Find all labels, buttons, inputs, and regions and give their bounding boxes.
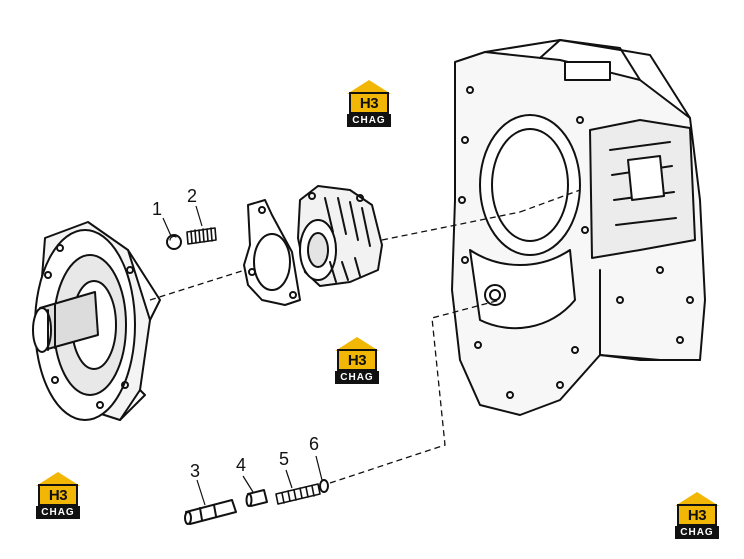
- watermark-logo-center: H3 CHAG: [331, 337, 383, 385]
- logo-roof-icon: [675, 492, 719, 506]
- logo-roof-icon: [335, 337, 379, 351]
- part-label-1: 1: [152, 199, 163, 219]
- part-label-3: 3: [190, 461, 201, 481]
- leader-lines: [162, 205, 323, 506]
- part-label-2: 2: [187, 186, 198, 206]
- part-label-5: 5: [279, 449, 290, 469]
- logo-roof-icon: [36, 472, 80, 486]
- check-ball: [166, 234, 182, 250]
- valve-sleeve: [245, 489, 268, 507]
- part-label-4: 4: [236, 455, 247, 475]
- part-label-6: 6: [309, 434, 320, 454]
- cover-flange: [32, 221, 161, 421]
- logo-roof-icon: [347, 80, 391, 94]
- spring-small: [186, 227, 217, 245]
- logo-plate: CHAG: [675, 526, 719, 539]
- retaining-ring: [319, 479, 329, 493]
- logo-mark: H3: [359, 94, 379, 112]
- logo-plate: CHAG: [347, 114, 391, 127]
- logo-mark: H3: [48, 486, 68, 504]
- spring-valve: [275, 483, 321, 505]
- logo-mark: H3: [347, 351, 367, 369]
- watermark-logo-bottom-right: H3 CHAG: [671, 492, 723, 540]
- pump-body: [297, 185, 383, 287]
- logo-plate: CHAG: [36, 506, 80, 519]
- watermark-logo-bottom-left: H3 CHAG: [32, 472, 84, 520]
- watermark-logo-top: H3 CHAG: [343, 80, 395, 128]
- logo-plate: CHAG: [335, 371, 379, 384]
- transmission-housing: [451, 39, 706, 416]
- gasket: [243, 199, 301, 306]
- logo-mark: H3: [687, 506, 707, 524]
- valve-spool: [184, 499, 237, 525]
- assembly-lines: [149, 189, 581, 484]
